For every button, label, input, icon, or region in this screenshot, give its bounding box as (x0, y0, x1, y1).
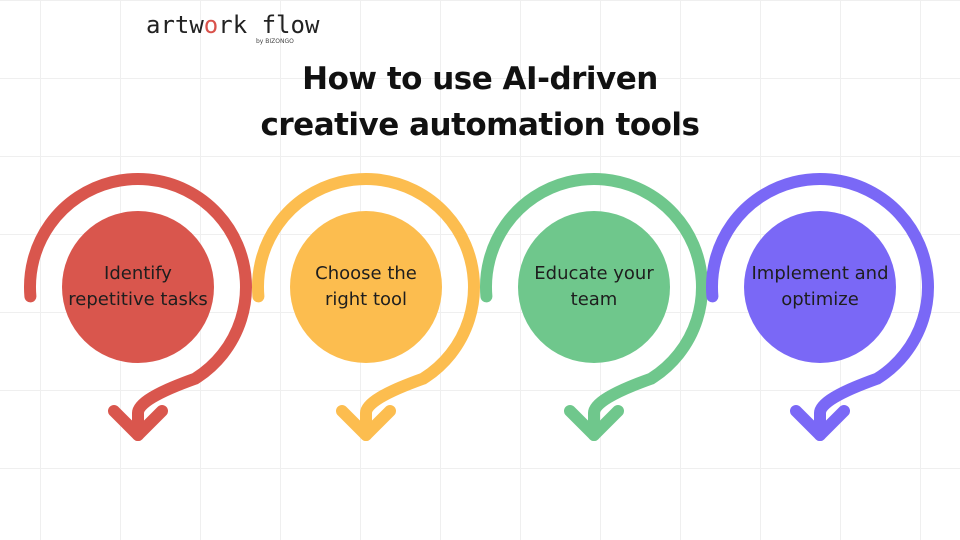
step-1 (23, 173, 252, 441)
logo-subtitle: by BIZONGO (256, 38, 294, 45)
step-disc (290, 211, 442, 363)
arrow-down-icon (108, 405, 168, 441)
arrow-down-icon (336, 405, 396, 441)
arrow-down-icon (564, 405, 624, 441)
title-line-2: creative automation tools (260, 107, 701, 143)
step-ring (251, 173, 480, 441)
step-ring (23, 173, 252, 441)
artwork-flow-logo: artwork flow by BIZONGO (146, 8, 320, 48)
step-4 (705, 173, 934, 441)
title-line-1: How to use AI-driven (302, 61, 658, 97)
step-2 (251, 173, 480, 441)
step-label-2: Choose the right tool (315, 263, 417, 310)
arrow-down-icon (790, 405, 850, 441)
step-label-1: Identify repetitive tasks (68, 263, 208, 310)
step-disc (744, 211, 896, 363)
step-ring (705, 173, 934, 441)
step-disc (62, 211, 214, 363)
page-title: How to use AI-driven creative automation… (0, 56, 960, 148)
step-label-3: Educate your team (534, 263, 654, 310)
step-3 (479, 173, 708, 441)
logo-wordmark: artwork flow (146, 11, 320, 39)
step-disc (518, 211, 670, 363)
step-ring (479, 173, 708, 441)
step-label-4: Implement and optimize (751, 263, 889, 310)
